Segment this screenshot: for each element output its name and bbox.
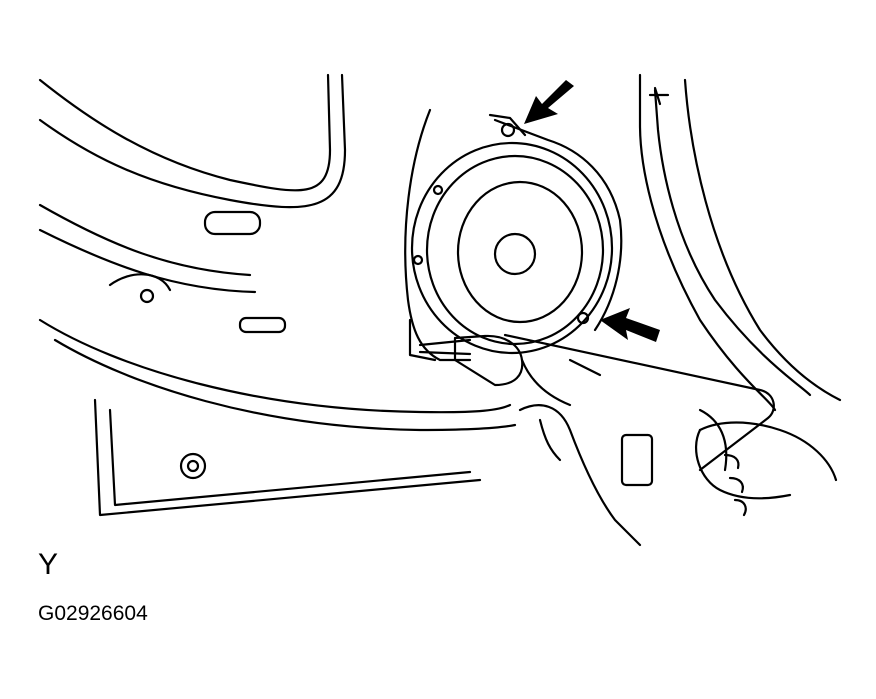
speaker-icon <box>404 108 623 362</box>
door-panel-icon <box>38 73 842 517</box>
door-speaker-removal-illustration <box>38 73 842 547</box>
hand-icon <box>518 404 838 547</box>
figure-code: G02926604 <box>38 602 148 625</box>
arrow-icon <box>524 80 660 342</box>
view-letter: Y <box>38 548 59 581</box>
drill-icon <box>418 333 775 487</box>
